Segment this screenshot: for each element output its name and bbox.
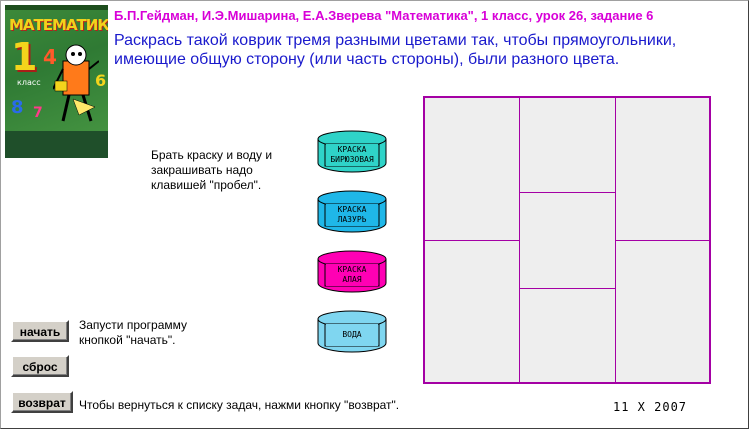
cover-digit-6: 6 <box>95 71 107 90</box>
paint-bucket-azure[interactable]: КРАСКА ЛАЗУРЬ <box>316 189 388 233</box>
back-note: Чтобы вернуться к списку задач, нажми кн… <box>79 398 400 412</box>
cover-digit-7: 7 <box>33 105 43 121</box>
paint-bucket-scarlet[interactable]: КРАСКА АЛАЯ <box>316 249 388 293</box>
cover-digit-4: 4 <box>43 45 57 69</box>
cover-character-illustration <box>53 44 99 122</box>
rug-cell-middle-1[interactable] <box>519 97 616 193</box>
rug-cell-left-bottom[interactable] <box>424 240 520 383</box>
bucket-label: КРАСКА БИРЮЗОВАЯ <box>326 144 378 166</box>
rug-grid <box>423 96 711 384</box>
paint-bucket-turquoise[interactable]: КРАСКА БИРЮЗОВАЯ <box>316 129 388 173</box>
bucket-label: КРАСКА АЛАЯ <box>326 264 378 286</box>
rug-cell-middle-3[interactable] <box>519 288 616 383</box>
cover-grade: 1 <box>11 35 38 79</box>
start-note: Запусти программу кнопкой "начать". <box>79 318 188 347</box>
start-button[interactable]: начать <box>11 320 69 342</box>
lesson-title: Б.П.Гейдман, И.Э.Мишарина, Е.А.Зверева "… <box>114 8 654 23</box>
date-label: 11 X 2007 <box>613 400 688 414</box>
water-bucket[interactable]: ВОДА <box>316 309 388 353</box>
book-cover: МАТЕМАТИКА 1 класс 4 6 8 7 <box>5 5 108 158</box>
bucket-label: КРАСКА ЛАЗУРЬ <box>326 204 378 226</box>
space-key-hint: Брать краску и воду и закрашивать надо к… <box>151 148 273 192</box>
cover-top-strip <box>5 5 108 10</box>
cover-title: МАТЕМАТИКА <box>9 16 108 34</box>
cover-bottom-band <box>5 131 108 158</box>
cover-klass: класс <box>17 78 41 87</box>
cover-digit-8: 8 <box>11 97 24 118</box>
rug-cell-left-top[interactable] <box>424 97 520 241</box>
rug-cell-middle-2[interactable] <box>519 192 616 289</box>
rug-cell-right-top[interactable] <box>615 97 710 241</box>
bucket-label: ВОДА <box>326 324 378 346</box>
task-instruction: Раскрась такой коврик тремя разными цвет… <box>114 32 677 68</box>
reset-button[interactable]: сброс <box>11 355 69 377</box>
rug-cell-right-bottom[interactable] <box>615 240 710 383</box>
back-button[interactable]: возврат <box>11 391 73 413</box>
